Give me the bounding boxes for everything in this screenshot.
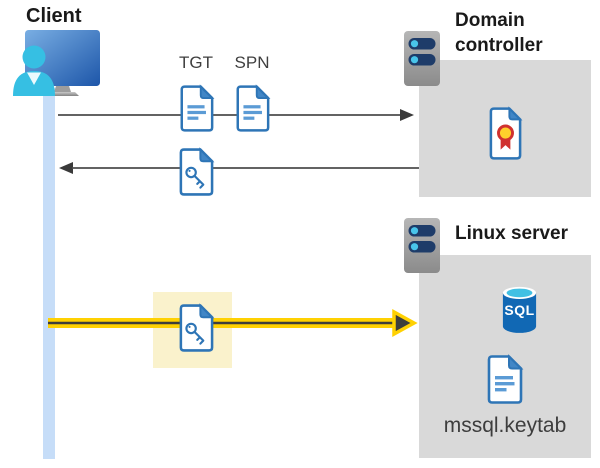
linux-server-label: Linux server — [455, 223, 568, 244]
domain-controller-label: Domain controller — [455, 10, 543, 56]
client-label: Client — [26, 5, 82, 27]
spn-label: SPN — [234, 53, 270, 72]
ticket-key-document-icon-highlighted — [176, 303, 215, 353]
domain-controller-server-icon — [403, 30, 441, 87]
linux-server-server-icon — [403, 217, 441, 274]
response-arrow — [59, 162, 419, 174]
ticket-key-document-icon — [176, 147, 215, 197]
keytab-document-icon — [484, 354, 524, 405]
client-computer-icon — [8, 30, 103, 96]
tgt-document-icon — [177, 84, 215, 133]
certificate-icon — [487, 106, 524, 161]
keytab-file-label: mssql.keytab — [443, 414, 567, 437]
client-timeline-bar — [43, 88, 55, 459]
tgt-label: TGT — [179, 53, 213, 72]
spn-document-icon — [233, 84, 271, 133]
sql-database-label: SQL — [504, 302, 535, 318]
